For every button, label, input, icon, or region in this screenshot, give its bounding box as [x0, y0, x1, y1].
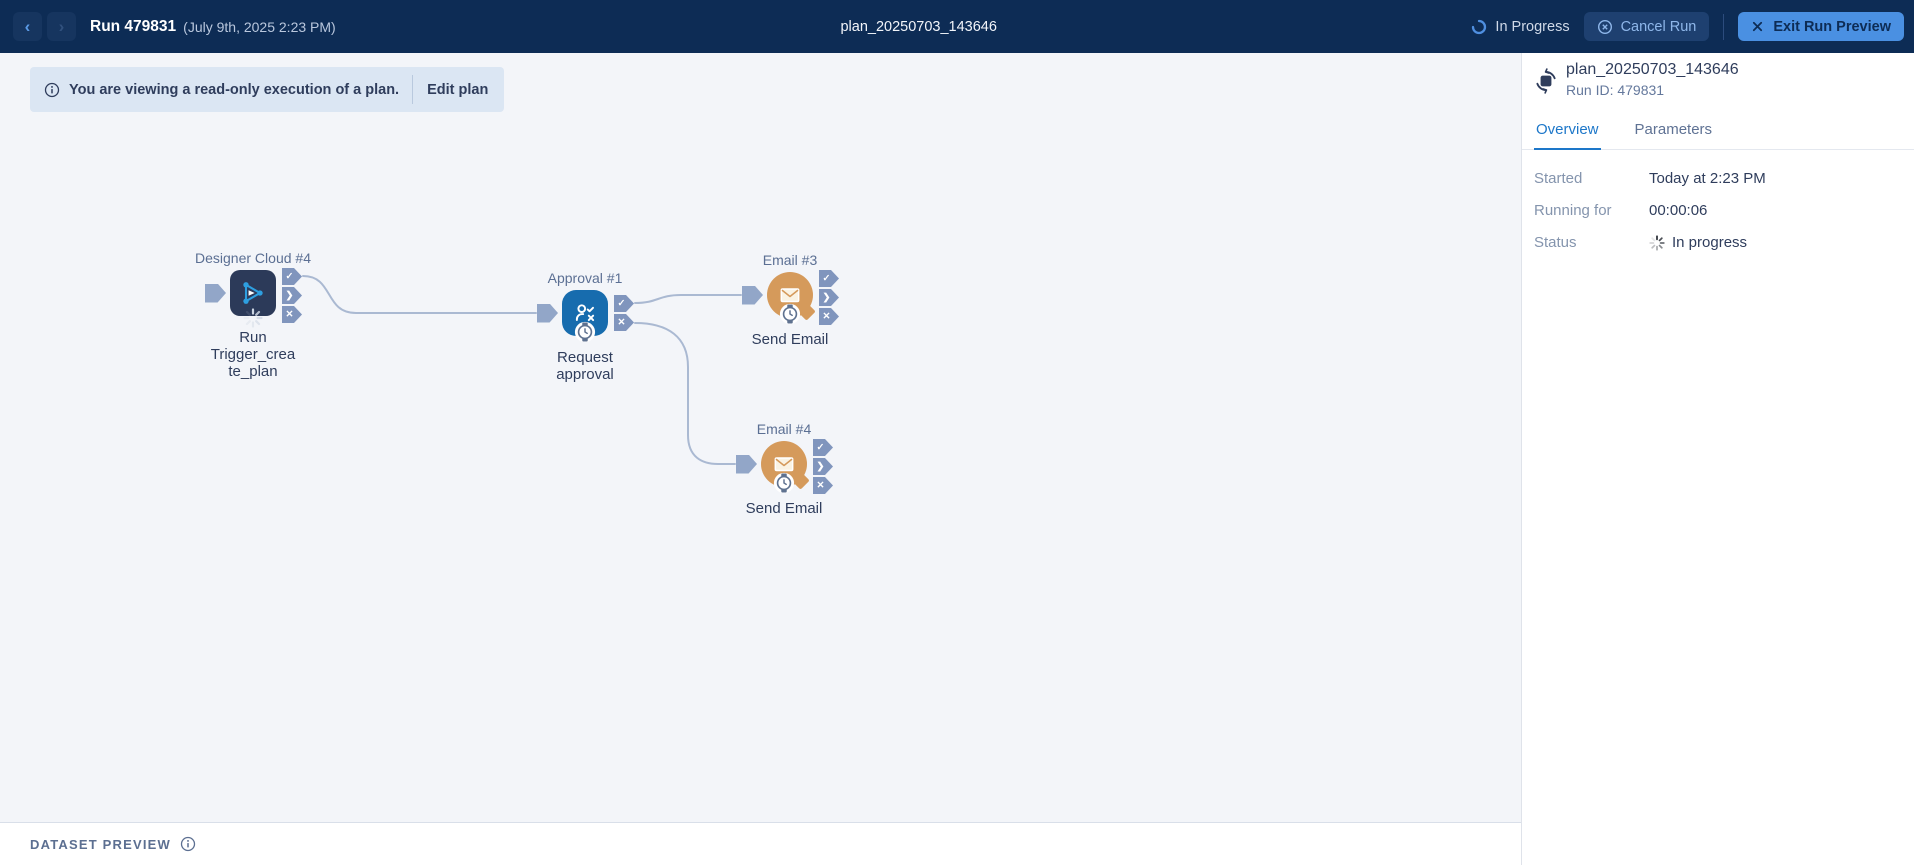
wire-designer-to-approval	[302, 275, 537, 314]
info-icon	[44, 82, 60, 97]
tab-parameters[interactable]: Parameters	[1634, 121, 1713, 138]
success-port-icon[interactable]: ✓	[813, 439, 833, 456]
designer-cloud-icon	[243, 282, 263, 304]
tab-overview[interactable]: Overview	[1534, 121, 1601, 150]
back-button[interactable]: ‹	[13, 12, 42, 41]
panel-plan-title: plan_20250703_143646	[1566, 61, 1739, 78]
success-port-icon[interactable]: ✓	[819, 270, 839, 287]
output-port-icon[interactable]: ❯	[813, 458, 833, 475]
input-port-icon[interactable]	[205, 283, 226, 303]
topbar-actions: In Progress Cancel Run Exit Run Preview	[1471, 0, 1904, 53]
waiting-watch-badge	[773, 472, 795, 499]
run-title: Run 479831	[90, 17, 177, 35]
dataset-preview-bar[interactable]: DATASET PREVIEW	[0, 822, 1521, 865]
node-designer-cloud[interactable]	[230, 270, 276, 316]
field-started: Started Today at 2:23 PM	[1534, 170, 1766, 187]
failure-port-icon[interactable]: ✕	[614, 314, 634, 331]
email-icon	[774, 457, 794, 472]
plan-canvas[interactable]: You are viewing a read-only execution of…	[0, 53, 1521, 822]
cancel-run-button[interactable]: Cancel Run	[1583, 12, 1710, 41]
cancel-run-label: Cancel Run	[1620, 18, 1697, 35]
node-label: Request approval	[556, 349, 614, 383]
input-port-icon[interactable]	[736, 454, 757, 474]
exit-run-preview-button[interactable]: Exit Run Preview	[1738, 12, 1904, 41]
failure-port-icon[interactable]: ✕	[819, 308, 839, 325]
node-title: Designer Cloud #4	[195, 250, 311, 266]
topbar-divider	[1723, 13, 1725, 40]
node-group-approval: Approval #1 ✓ ✕	[515, 270, 655, 383]
status-label: In Progress	[1495, 18, 1570, 35]
in-progress-spinner-icon	[1472, 19, 1487, 34]
success-port-icon[interactable]: ✓	[614, 295, 634, 312]
info-icon[interactable]	[180, 836, 196, 852]
close-icon	[1753, 21, 1763, 32]
input-port-icon[interactable]	[742, 285, 763, 305]
waiting-watch-badge	[779, 303, 801, 330]
cancel-circle-icon	[1597, 19, 1612, 34]
dataset-preview-title: DATASET PREVIEW	[30, 836, 172, 852]
waiting-watch-badge	[574, 321, 596, 348]
node-group-designer-cloud: Designer Cloud #4 ✓ ❯ ✕	[183, 250, 323, 380]
overview-fields: Started Today at 2:23 PM Running for 00:…	[1534, 170, 1902, 266]
plan-icon	[1536, 68, 1556, 94]
chevron-right-icon: ›	[58, 16, 65, 36]
node-label: Send Email	[751, 331, 829, 348]
panel-tabs: Overview Parameters	[1522, 121, 1914, 150]
input-port-icon[interactable]	[537, 303, 558, 323]
failure-port-icon[interactable]: ✕	[282, 306, 302, 323]
email-icon	[780, 288, 800, 303]
run-title-group: Run 479831 (July 9th, 2025 2:23 PM)	[90, 0, 336, 53]
node-label: Run Trigger_crea te_plan	[210, 329, 296, 380]
forward-button[interactable]: ›	[47, 12, 76, 41]
exit-run-preview-label: Exit Run Preview	[1773, 18, 1891, 35]
edit-plan-button[interactable]: Edit plan	[427, 81, 489, 98]
run-timestamp: (July 9th, 2025 2:23 PM)	[183, 18, 336, 35]
read-only-banner: You are viewing a read-only execution of…	[30, 67, 505, 112]
approval-icon	[575, 304, 595, 322]
output-port-icon[interactable]: ❯	[819, 289, 839, 306]
read-only-message: You are viewing a read-only execution of…	[69, 81, 400, 98]
node-group-email-4: Email #4 ✓ ❯ ✕	[714, 421, 854, 517]
run-details-panel: plan_20250703_143646 Run ID: 479831 Over…	[1521, 53, 1914, 865]
success-port-icon[interactable]: ✓	[282, 268, 302, 285]
node-group-email-3: Email #3 ✓ ❯ ✕	[720, 252, 860, 348]
status-spinner-icon	[1649, 234, 1665, 251]
node-title: Email #4	[756, 421, 812, 437]
plan-title-topbar: plan_20250703_143646	[840, 18, 997, 35]
field-running-for: Running for 00:00:06	[1534, 202, 1708, 219]
chevron-left-icon: ‹	[24, 16, 31, 36]
node-title: Email #3	[762, 252, 818, 268]
banner-divider	[412, 75, 414, 104]
node-label: Send Email	[745, 500, 823, 517]
failure-port-icon[interactable]: ✕	[813, 477, 833, 494]
output-port-icon[interactable]: ❯	[282, 287, 302, 304]
top-bar: ‹ › Run 479831 (July 9th, 2025 2:23 PM) …	[0, 0, 1914, 53]
panel-run-id: Run ID: 479831	[1566, 82, 1665, 98]
node-title: Approval #1	[547, 270, 623, 286]
field-status: Status In progress	[1534, 234, 1748, 251]
running-spinner-badge	[243, 308, 263, 328]
status-value: In progress	[1672, 234, 1748, 251]
run-status-indicator: In Progress	[1471, 18, 1570, 35]
